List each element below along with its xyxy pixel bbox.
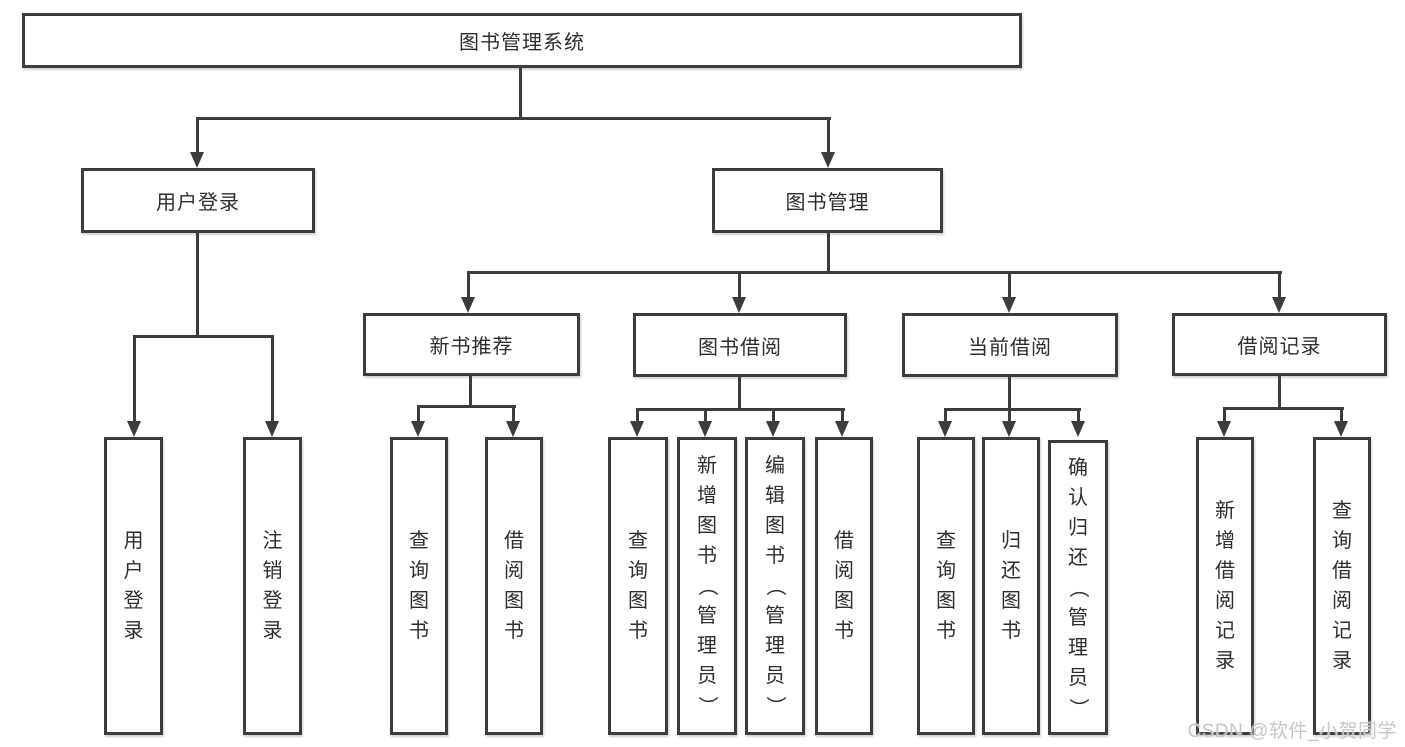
node-new-book-recommendation: 新书推荐: [363, 313, 580, 376]
arrowhead-down-icon: [265, 421, 279, 437]
connector-line: [636, 408, 639, 423]
connector-line: [1077, 408, 1080, 423]
leaf-label: 新增图书（管理员）: [696, 455, 718, 716]
leaf-label: 查询图书: [409, 530, 429, 642]
node-label: 借阅记录: [1237, 336, 1322, 358]
leaf-add-books-admin: 新增图书（管理员）: [677, 437, 737, 735]
connector-line: [133, 335, 136, 423]
connector-line: [944, 408, 947, 423]
arrowhead-down-icon: [630, 421, 644, 437]
node-label: 新书推荐: [429, 336, 514, 358]
node-current-borrowing: 当前借阅: [902, 313, 1118, 377]
arrowhead-down-icon: [411, 421, 425, 437]
connector-line: [469, 376, 472, 408]
node-label: 图书管理: [785, 192, 870, 214]
connector-line: [772, 408, 775, 423]
leaf-label: 归还图书: [1001, 530, 1021, 642]
connector-line: [271, 335, 274, 423]
connector-line: [467, 271, 1282, 274]
connector-line: [636, 408, 845, 411]
connector-line: [1278, 376, 1281, 410]
connector-line: [417, 405, 516, 408]
arrowhead-down-icon: [766, 421, 780, 437]
arrowhead-down-icon: [938, 421, 952, 437]
node-label: 用户登录: [156, 192, 240, 214]
connector-line: [704, 408, 707, 423]
connector-line: [196, 117, 199, 154]
leaf-label: 查询图书: [628, 530, 648, 642]
arrowhead-down-icon: [1217, 421, 1231, 437]
leaf-label: 新增借阅记录: [1215, 500, 1235, 672]
leaf-borrow-books-new: 借阅图书: [485, 437, 543, 735]
arrowhead-down-icon: [190, 152, 204, 168]
connector-line: [738, 377, 741, 411]
connector-line: [1278, 271, 1281, 299]
node-label: 当前借阅: [968, 336, 1052, 359]
leaf-label: 查询图书: [936, 530, 956, 642]
arrowhead-down-icon: [1071, 421, 1085, 437]
leaf-query-books-new: 查询图书: [390, 437, 448, 735]
arrowhead-down-icon: [1002, 297, 1016, 313]
node-book-borrowing: 图书借阅: [633, 313, 847, 377]
leaf-return-books: 归还图书: [982, 437, 1040, 735]
node-label: 图书借阅: [698, 336, 782, 359]
connector-line: [827, 117, 830, 154]
connector-line: [512, 405, 515, 423]
leaf-label: 注销登录: [262, 530, 283, 642]
node-borrowing-records: 借阅记录: [1172, 313, 1387, 376]
connector-line: [1223, 407, 1344, 410]
leaf-label: 借阅图书: [834, 530, 854, 642]
leaf-label: 借阅图书: [504, 530, 524, 642]
leaf-user-login: 用户登录: [104, 437, 163, 735]
leaf-label: 确认归还（管理员）: [1067, 456, 1089, 718]
arrowhead-down-icon: [1334, 421, 1348, 437]
node-user-login: 用户登录: [81, 168, 315, 233]
connector-line: [467, 271, 470, 299]
arrowhead-down-icon: [821, 152, 835, 168]
csdn-watermark: CSDN @软件_小贺同学: [1187, 721, 1397, 742]
leaf-query-borrow-record: 查询借阅记录: [1313, 437, 1371, 735]
connector-line: [133, 335, 274, 338]
leaf-label: 编辑图书（管理员）: [764, 455, 786, 716]
arrowhead-down-icon: [732, 297, 746, 313]
leaf-label: 查询借阅记录: [1332, 500, 1352, 672]
arrowhead-down-icon: [506, 421, 520, 437]
leaf-query-books-current: 查询图书: [917, 437, 975, 735]
node-book-management: 图书管理: [712, 168, 943, 233]
connector-line: [841, 408, 844, 423]
connector-line: [519, 68, 522, 120]
connector-line: [1008, 408, 1011, 423]
leaf-logout-login: 注销登录: [243, 437, 302, 735]
node-label: 图书管理系统: [459, 32, 585, 54]
connector-line: [1008, 377, 1011, 411]
leaf-borrow-books-borrowing: 借阅图书: [815, 437, 873, 735]
connector-line: [196, 117, 831, 120]
arrowhead-down-icon: [1002, 421, 1016, 437]
connector-line: [196, 233, 199, 338]
connector-line: [417, 405, 420, 423]
connector-line: [738, 271, 741, 299]
leaf-add-borrow-record: 新增借阅记录: [1196, 437, 1254, 735]
connector-line: [827, 233, 830, 274]
arrowhead-down-icon: [698, 421, 712, 437]
arrowhead-down-icon: [835, 421, 849, 437]
leaf-confirm-return-admin: 确认归还（管理员）: [1048, 440, 1108, 735]
leaf-label: 用户登录: [123, 530, 144, 642]
connector-line: [1008, 271, 1011, 299]
leaf-edit-books-admin: 编辑图书（管理员）: [745, 437, 805, 735]
connector-line: [1223, 407, 1226, 423]
node-library-management-system: 图书管理系统: [22, 13, 1022, 68]
connector-line: [1340, 407, 1343, 423]
arrowhead-down-icon: [1272, 297, 1286, 313]
arrowhead-down-icon: [127, 421, 141, 437]
connector-line: [944, 408, 1081, 411]
arrowhead-down-icon: [461, 297, 475, 313]
leaf-query-books-borrowing: 查询图书: [608, 437, 668, 735]
